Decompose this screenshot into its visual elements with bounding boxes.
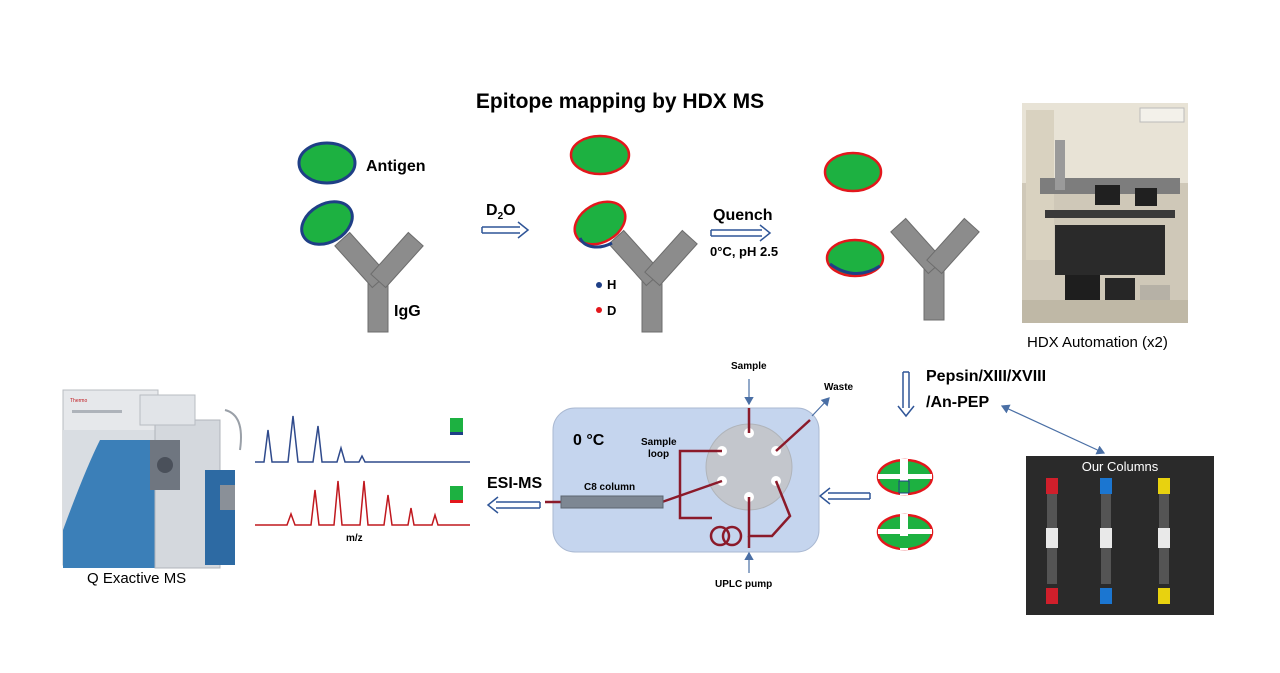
d2o-arrow xyxy=(481,221,530,239)
esi-ms-label: ESI-MS xyxy=(487,475,543,492)
legend-h-label: H xyxy=(607,277,617,292)
diagram-title: Epitope mapping by HDX MS xyxy=(475,90,765,113)
sample-loop-label-1: Sample xyxy=(641,437,677,448)
lc-inlet-arrow xyxy=(818,487,871,505)
quench-conditions: 0°C, pH 2.5 xyxy=(710,244,779,259)
digested-fragments-top xyxy=(876,458,934,496)
c8-column xyxy=(560,495,664,509)
waste-arrow xyxy=(811,397,830,417)
columns-caption: Our Columns xyxy=(1081,459,1159,474)
igg-label: IgG xyxy=(394,303,421,320)
igg-antibody-step3 xyxy=(890,217,980,321)
spectrum-undeuterated xyxy=(255,415,470,463)
c8-column-label: C8 column xyxy=(584,482,636,493)
legend-h-dot xyxy=(596,282,602,288)
instrument-caption: Q Exactive MS xyxy=(87,570,187,587)
hdx-automation-caption: HDX Automation (x2) xyxy=(1027,334,1168,351)
legend-d-dot xyxy=(596,307,602,313)
column-red xyxy=(1046,478,1058,604)
antigen-label: Antigen xyxy=(366,158,426,175)
quench-label: Quench xyxy=(713,207,773,224)
spectra-xlabel: m/z xyxy=(346,533,363,544)
hdx-automation-photo xyxy=(1022,103,1188,323)
antigen-deuterated-free xyxy=(569,134,631,176)
sample-loop-label-2: loop xyxy=(648,449,670,460)
igg-antibody-step2 xyxy=(608,229,698,333)
peptide-icon-d xyxy=(450,486,463,503)
legend-d-label: D xyxy=(607,303,617,318)
d2o-label: D2O xyxy=(486,202,516,222)
antigen-bound-step2 xyxy=(573,200,627,249)
d2o-main: D xyxy=(486,202,498,219)
sample-label: Sample xyxy=(731,361,767,372)
thermo-brand: Thermo xyxy=(70,398,88,404)
digestion-arrow xyxy=(897,371,915,418)
columns-connector xyxy=(1000,404,1106,455)
column-yellow xyxy=(1158,478,1170,604)
peptide-icon-h xyxy=(450,418,463,435)
digested-fragments-bottom xyxy=(876,513,934,551)
column-blue xyxy=(1100,478,1112,604)
antigen-free xyxy=(297,141,357,185)
spectrum-deuterated xyxy=(255,480,470,526)
waste-label: Waste xyxy=(824,382,854,393)
antigen-quenched-bound xyxy=(825,238,885,278)
igg-antibody-step1 xyxy=(334,231,424,333)
esi-ms-arrow xyxy=(486,496,541,514)
antigen-quenched-free xyxy=(823,151,883,193)
d2o-sub: 2 xyxy=(497,211,504,223)
columns-photo xyxy=(1026,456,1214,615)
uplc-pump-label: UPLC pump xyxy=(715,579,773,590)
digestion-line2: /An-PEP xyxy=(926,394,990,411)
antigen-bound xyxy=(300,200,354,246)
d2o-end: O xyxy=(503,202,516,219)
quench-arrow xyxy=(710,224,772,242)
lc-temperature: 0 °C xyxy=(573,432,605,449)
mass-spectrometer-image xyxy=(62,389,242,569)
tubing xyxy=(545,408,811,548)
digestion-line1: Pepsin/XIII/XVIII xyxy=(926,368,1047,385)
